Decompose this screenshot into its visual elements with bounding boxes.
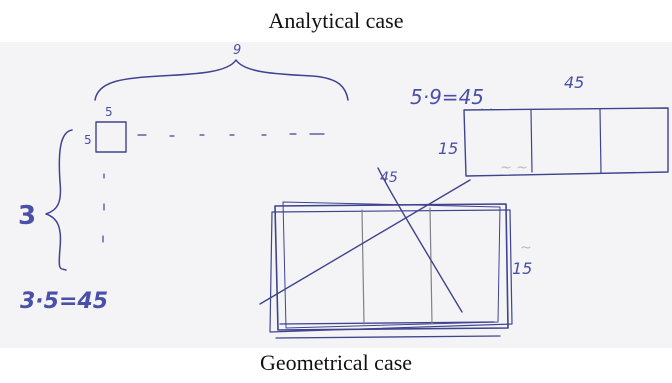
left-curly-brace [45,129,73,271]
top-curly-brace [94,59,349,101]
sketch-drawing: . . ~ ~ ~ 9 5 5 3 3·5=45 5·9=45 45 15 [18,43,669,339]
dashed-column-marks [102,173,105,243]
right-rectangle-left-label: 15 [438,139,458,158]
dashed-row-marks [137,133,325,137]
equation-analytical: 3·5=45 [20,289,108,314]
top-brace-label: 9 [233,43,241,58]
large-rectangle-top-label: 45 [380,170,398,186]
square-side-top-label: 5 [105,105,113,119]
large-rectangle-right-label: 15 [512,259,532,278]
right-rectangle-top-label: 45 [564,73,584,92]
left-brace-label: 3 [18,201,36,231]
svg-text:~ ~: ~ ~ [500,160,528,176]
unit-square [95,121,127,153]
caption-analytical-case: Analytical case [268,8,404,33]
equation-geometrical: 5·9=45 [410,85,484,109]
svg-text:~: ~ [520,240,532,256]
hand-drawn-sketch-photo: . . ~ ~ ~ 9 5 5 3 3·5=45 5·9=45 45 15 [0,42,672,348]
caption-geometrical-case: Geometrical case [259,350,413,375]
large-rectangle [259,167,513,339]
rectangle-three-squares [463,107,669,177]
square-side-left-label: 5 [84,133,92,147]
